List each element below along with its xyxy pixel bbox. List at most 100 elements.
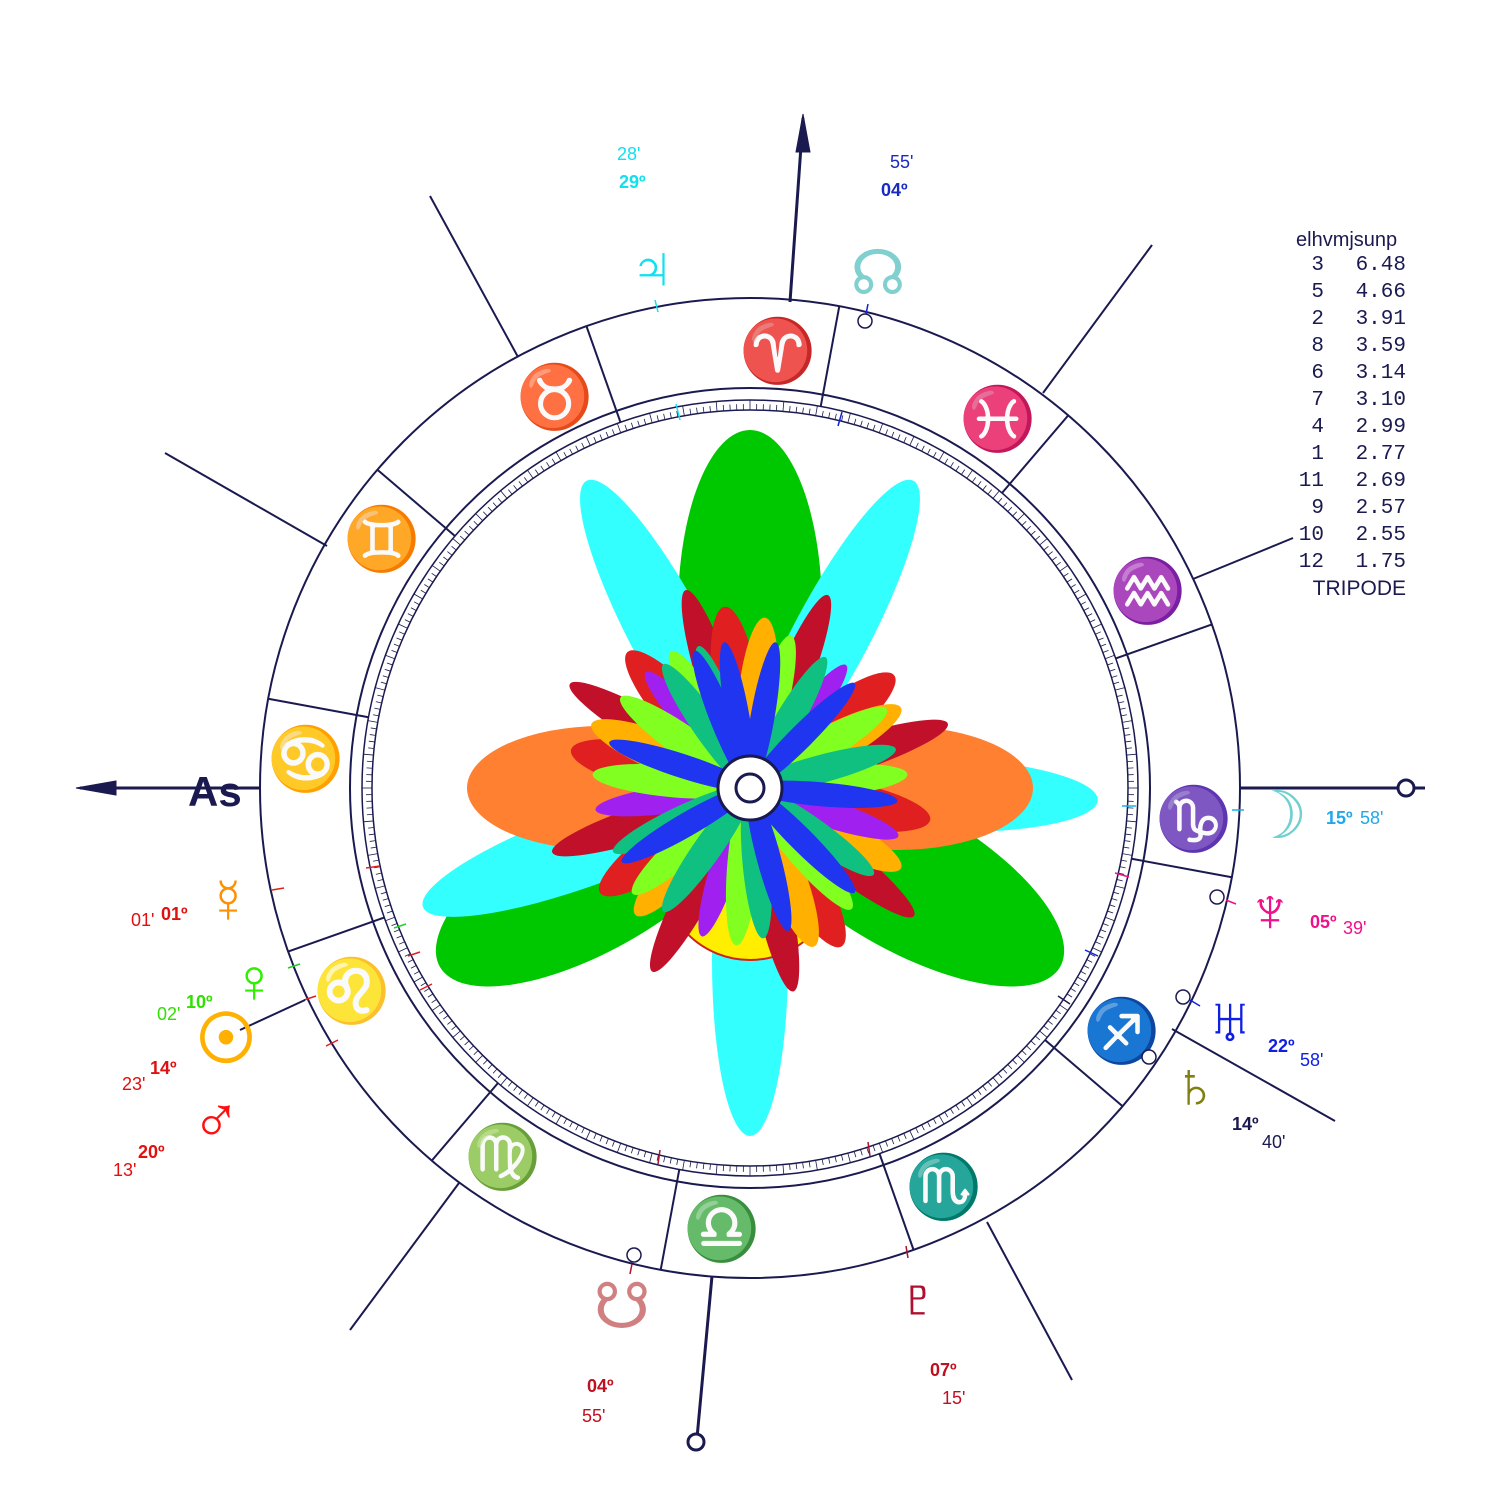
saturn-marker — [1141, 1049, 1157, 1065]
degree-tick — [482, 511, 488, 517]
degree-tick — [599, 434, 603, 441]
degree-tick — [413, 970, 420, 975]
degree-tick — [1119, 866, 1126, 869]
house-cusps — [164, 195, 1336, 1381]
degree-tick — [1051, 1015, 1057, 1020]
degree-tick — [612, 1140, 615, 1147]
degree-tick — [1119, 707, 1126, 710]
degree-tick — [1107, 910, 1114, 914]
degree-ticks — [362, 400, 1138, 1176]
mars-glyph-icon: ♂ — [191, 1080, 241, 1154]
degree-tick — [828, 412, 831, 419]
degree-tick — [915, 442, 919, 449]
degree-tick — [630, 422, 634, 429]
degree-tick — [1100, 643, 1107, 647]
degree-tick — [1122, 720, 1133, 723]
capricorn-glyph-icon: ♑ — [1155, 783, 1232, 854]
degree-tick — [1007, 1064, 1013, 1070]
neptune-marker — [1209, 889, 1225, 905]
degree-tick — [468, 525, 474, 531]
degree-tick — [452, 1030, 461, 1038]
degree-tick — [1039, 1030, 1048, 1038]
degree-tick — [368, 833, 375, 836]
degree-tick — [1105, 654, 1115, 660]
degree-tick — [375, 885, 385, 889]
degree-tick — [1109, 904, 1116, 908]
degree-tick — [987, 1081, 992, 1087]
degree-tick — [682, 405, 685, 416]
saturn-glyph-icon: ♄ — [1171, 1049, 1219, 1121]
degree-tick — [834, 1156, 837, 1163]
degree-tick — [860, 1149, 863, 1156]
degree-tick — [1017, 1055, 1025, 1063]
degree-tick — [949, 1108, 954, 1114]
degree-tick — [382, 675, 389, 678]
degree-tick — [447, 551, 453, 556]
degree-tick — [1113, 891, 1120, 895]
degree-tick — [828, 1157, 831, 1164]
degree-tick — [1017, 513, 1025, 521]
sign-divider-line — [659, 1169, 681, 1270]
aries-glyph-icon: ♈ — [739, 315, 816, 386]
degree-tick — [1066, 578, 1073, 583]
degree-tick — [581, 442, 585, 449]
degree-tick — [393, 643, 400, 647]
degree-tick — [927, 1121, 931, 1128]
degree-tick — [1111, 898, 1118, 901]
degree-tick — [363, 753, 374, 756]
degree-tick — [853, 1151, 857, 1158]
degree-tick — [656, 415, 659, 422]
venus-glyph-icon: ♀ — [231, 947, 278, 1016]
degree-tick — [616, 423, 622, 433]
degree-tick — [1125, 740, 1132, 743]
house-cusp-line — [1192, 537, 1294, 580]
degree-tick — [1124, 840, 1131, 842]
degree-tick — [866, 1147, 870, 1154]
degree-tick — [399, 631, 405, 635]
degree-tick — [473, 1050, 479, 1056]
degree-tick — [500, 490, 508, 499]
degree-tick — [372, 859, 380, 862]
table-footer: TRIPODE — [1313, 577, 1406, 600]
degree-tick — [903, 1133, 907, 1139]
degree-tick — [464, 1040, 470, 1046]
degree-tick — [897, 434, 901, 441]
neptune-degrees: 05º — [1310, 912, 1337, 932]
degree-tick — [878, 1143, 884, 1153]
degree-tick — [1043, 1025, 1049, 1030]
degree-tick — [575, 445, 579, 452]
degree-tick — [534, 1101, 539, 1107]
sign-divider-line — [585, 325, 622, 423]
south-node-degrees: 04º — [587, 1376, 614, 1396]
sign-dividers — [268, 306, 1232, 1270]
aquarius-glyph-icon: ♒ — [1109, 555, 1186, 626]
moon-minutes: 58' — [1360, 808, 1383, 828]
degree-tick — [384, 904, 391, 908]
degree-tick — [443, 556, 449, 561]
asc-arrow — [75, 780, 117, 796]
degree-tick — [452, 538, 461, 546]
degree-tick — [909, 1130, 915, 1140]
degree-tick — [971, 1093, 977, 1099]
degree-tick — [669, 412, 672, 419]
degree-tick — [518, 481, 523, 487]
degree-tick — [709, 406, 711, 413]
degree-tick — [982, 485, 987, 491]
degree-tick — [992, 490, 1000, 499]
table-row-value: 1.75 — [1356, 551, 1406, 574]
degree-tick — [885, 1140, 888, 1147]
degree-tick — [1120, 714, 1128, 717]
gemini-glyph-icon: ♊ — [343, 503, 420, 574]
table-row-value: 3.91 — [1356, 308, 1406, 331]
degree-tick — [367, 853, 378, 856]
degree-tick — [853, 418, 857, 425]
uranus-marker — [1175, 989, 1191, 1005]
degree-tick — [841, 1154, 844, 1161]
degree-tick — [513, 485, 518, 491]
north-node-glyph-icon: ☊ — [850, 239, 905, 308]
dsc-circle — [1396, 778, 1416, 798]
degree-tick — [1063, 572, 1069, 577]
degree-tick — [909, 436, 915, 446]
degree-tick — [821, 1158, 824, 1166]
degree-tick — [475, 513, 483, 521]
